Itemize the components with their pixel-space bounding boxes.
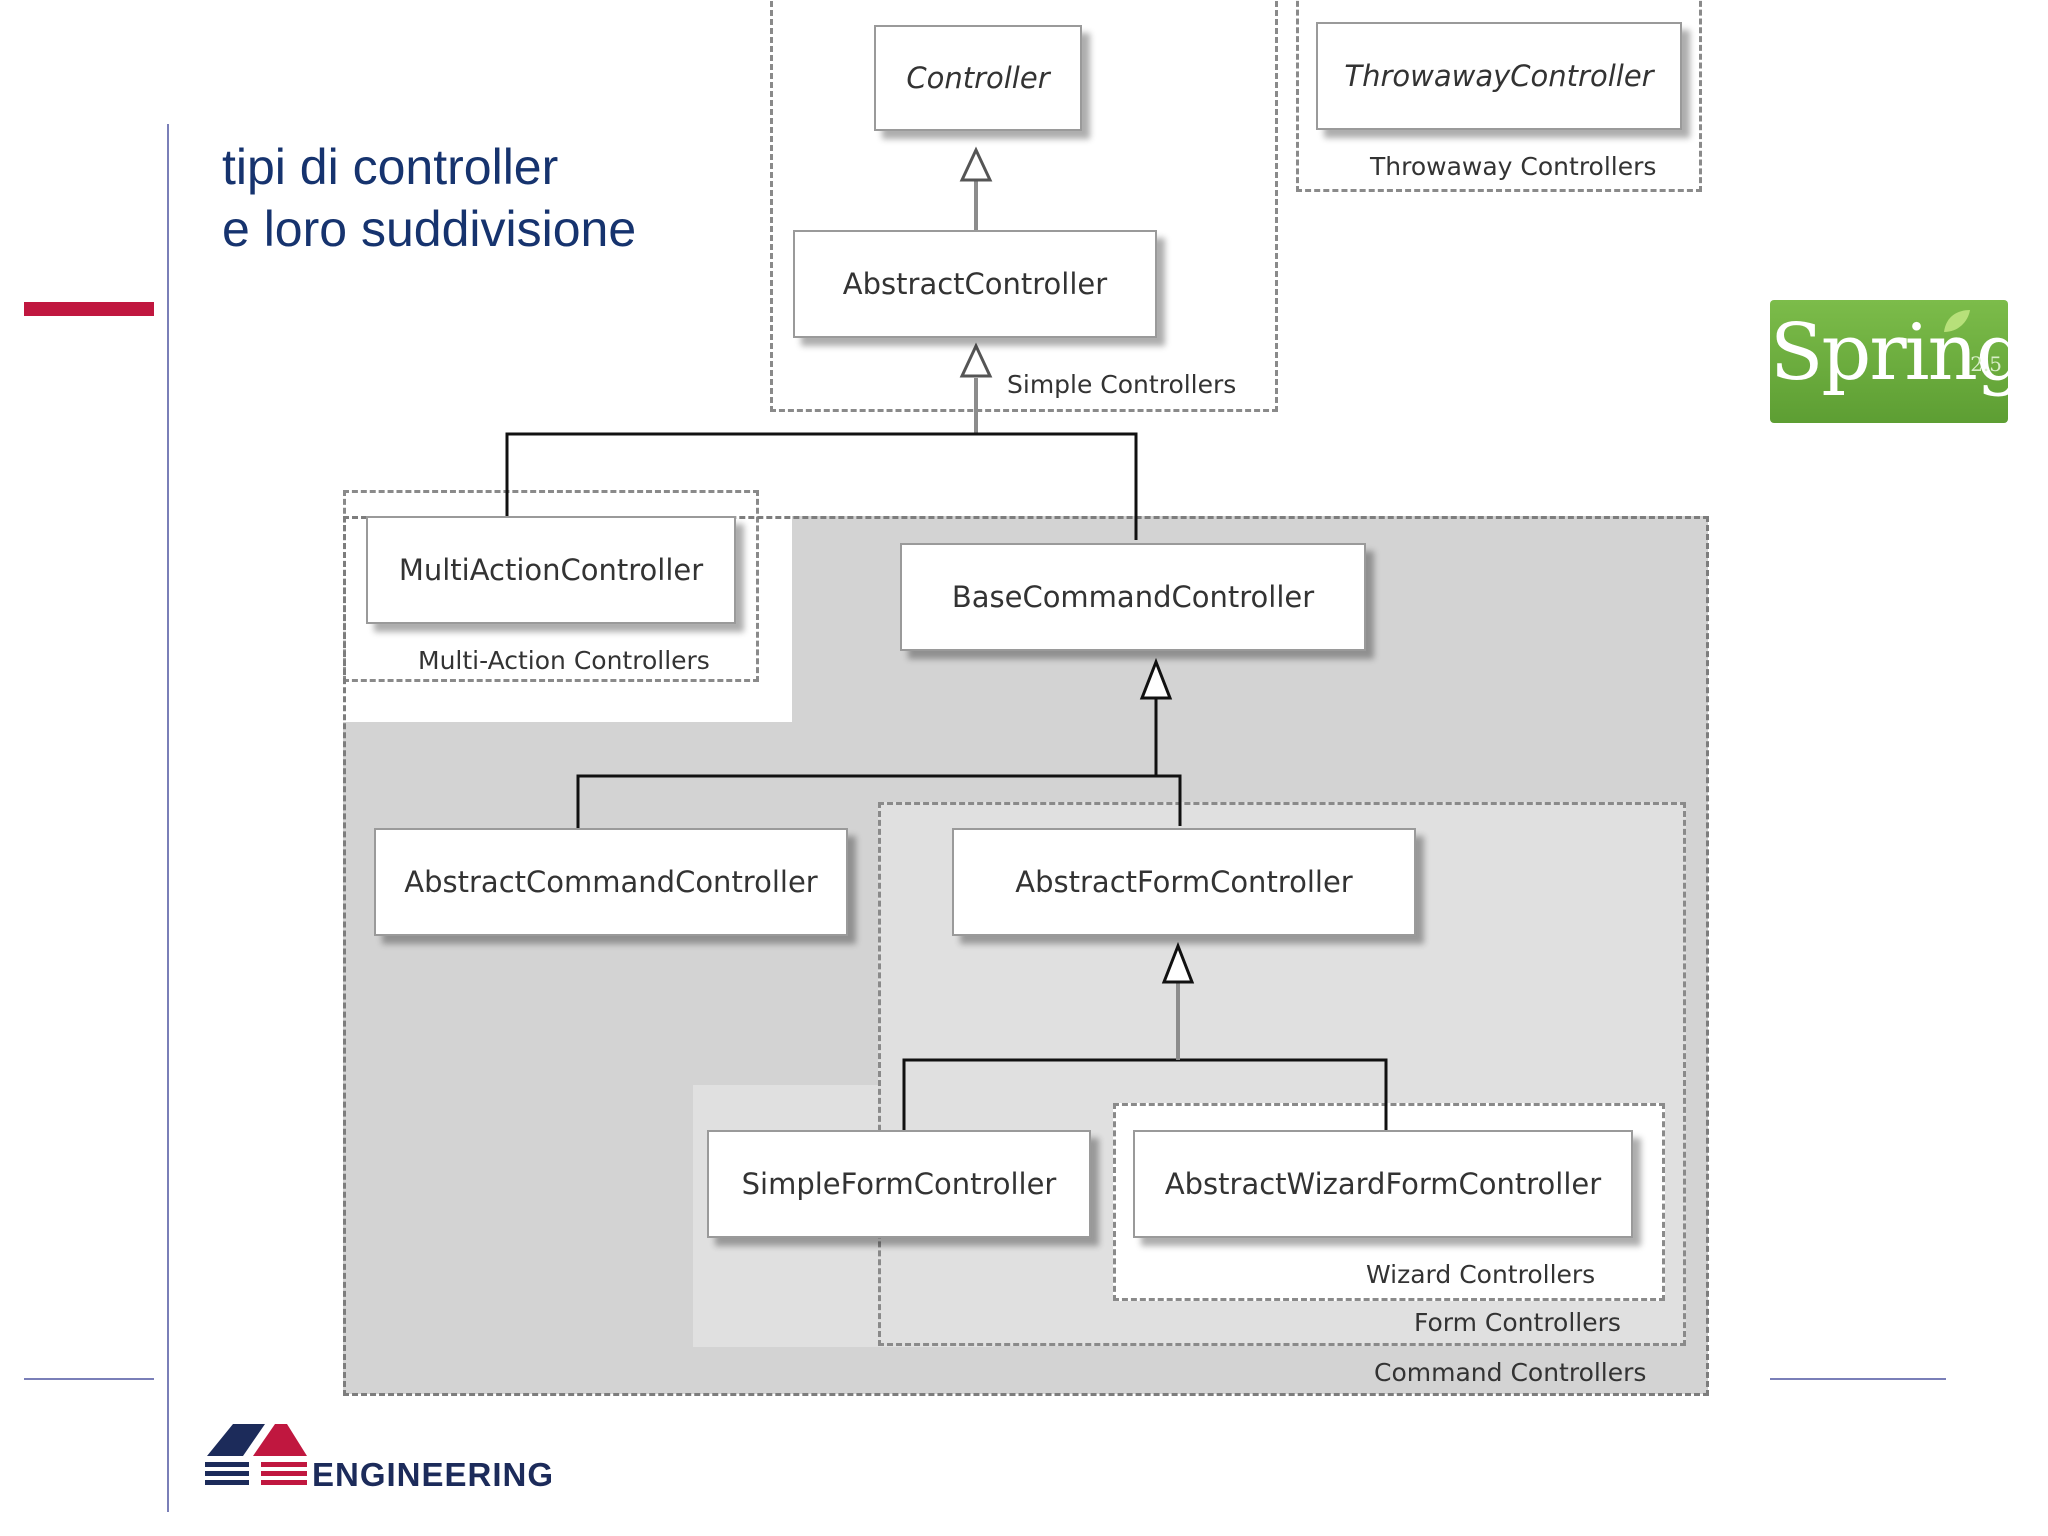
slide-title-line-2: e loro suddivisione (222, 201, 637, 257)
form-controllers-group (878, 802, 1686, 1346)
bottom-right-rule (1770, 1378, 1946, 1380)
slide-title: tipi di controller e loro suddivisione (222, 136, 636, 260)
inheritance-arrow-base-command-controller (1139, 657, 1173, 700)
label-command-controllers: Command Controllers (1374, 1358, 1647, 1387)
engineering-logo-text: ENGINEERING (312, 1456, 555, 1493)
spring-logo-word: Spring (1770, 308, 2008, 398)
spring-logo-version: 2.5 (1970, 352, 2002, 376)
accent-bar (24, 302, 154, 316)
label-multi-action-controllers: Multi-Action Controllers (418, 646, 710, 675)
class-controller: Controller (874, 25, 1082, 131)
class-simple-form-controller: SimpleFormController (707, 1130, 1091, 1238)
class-abstract-controller: AbstractController (793, 230, 1157, 338)
throwaway-controllers-group (1296, 0, 1702, 192)
inheritance-arrow-controller (959, 146, 993, 182)
spring-logo: Spring 2.5 (1770, 300, 2008, 423)
class-base-command-controller: BaseCommandController (900, 543, 1366, 651)
label-form-controllers: Form Controllers (1414, 1308, 1621, 1337)
engineering-logo-icon (205, 1424, 307, 1485)
class-abstract-wizard-form-controller: AbstractWizardFormController (1133, 1130, 1633, 1238)
left-vertical-rule (167, 124, 169, 1512)
inheritance-arrow-abstract-form-controller (1161, 941, 1195, 984)
bottom-left-rule (24, 1378, 154, 1380)
label-simple-controllers: Simple Controllers (1007, 370, 1237, 399)
leaf-icon (1944, 310, 1970, 332)
class-throwaway-controller: ThrowawayController (1316, 22, 1682, 130)
class-abstract-form-controller: AbstractFormController (952, 828, 1416, 936)
label-wizard-controllers: Wizard Controllers (1366, 1260, 1596, 1289)
label-throwaway-controllers: Throwaway Controllers (1370, 152, 1657, 181)
command-controllers-group (343, 516, 1709, 1396)
class-abstract-command-controller: AbstractCommandController (374, 828, 848, 936)
simple-controllers-group (770, 0, 1278, 412)
wizard-controllers-group (1113, 1103, 1665, 1301)
inheritance-arrow-abstract-controller (959, 342, 993, 378)
slide-title-line-1: tipi di controller (222, 139, 559, 195)
class-multi-action-controller: MultiActionController (366, 516, 736, 624)
